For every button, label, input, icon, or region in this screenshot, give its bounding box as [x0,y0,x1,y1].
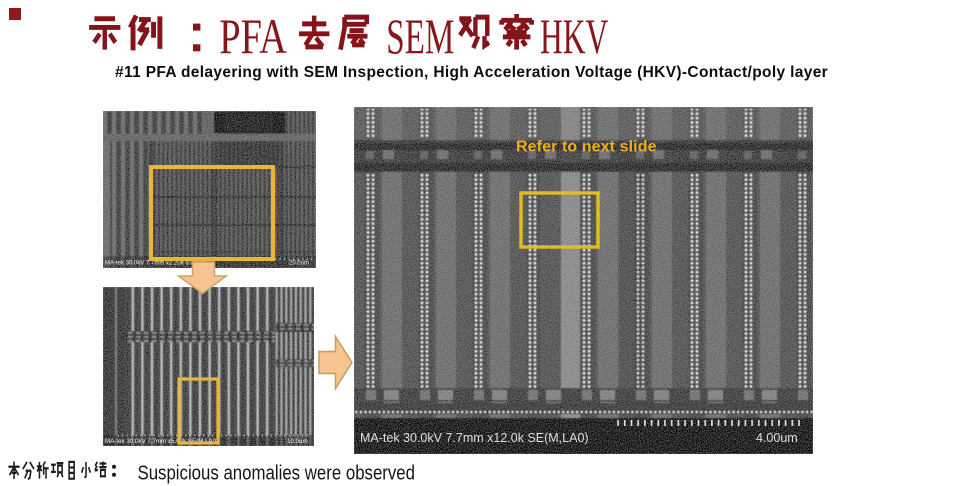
svg-text:Refer to next slide: Refer to next slide [516,139,657,156]
svg-text:4.00um: 4.00um [756,431,798,445]
svg-text:MA-tek 30.0kV 7.7mm x12.0k SE(: MA-tek 30.0kV 7.7mm x12.0k SE(M,LA0) [360,431,589,445]
svg-text:Suspicious anomalies were obse: Suspicious anomalies were observed [138,462,416,484]
svg-text:10.0um: 10.0um [287,438,308,445]
svg-text:20.0um: 20.0um [289,261,309,267]
svg-text:MA-tek 30.0kV 7.7mm x2.20k 8.0: MA-tek 30.0kV 7.7mm x2.20k 8.00µm [105,261,206,267]
svg-text:SEM: SEM [386,8,454,58]
svg-text:HKV: HKV [540,8,608,58]
svg-text:MA-tek 30.0kV 7.7mm x5.00k SE(: MA-tek 30.0kV 7.7mm x5.00k SE(M,LA0) [105,438,218,445]
svg-text:PFA: PFA [219,8,286,58]
